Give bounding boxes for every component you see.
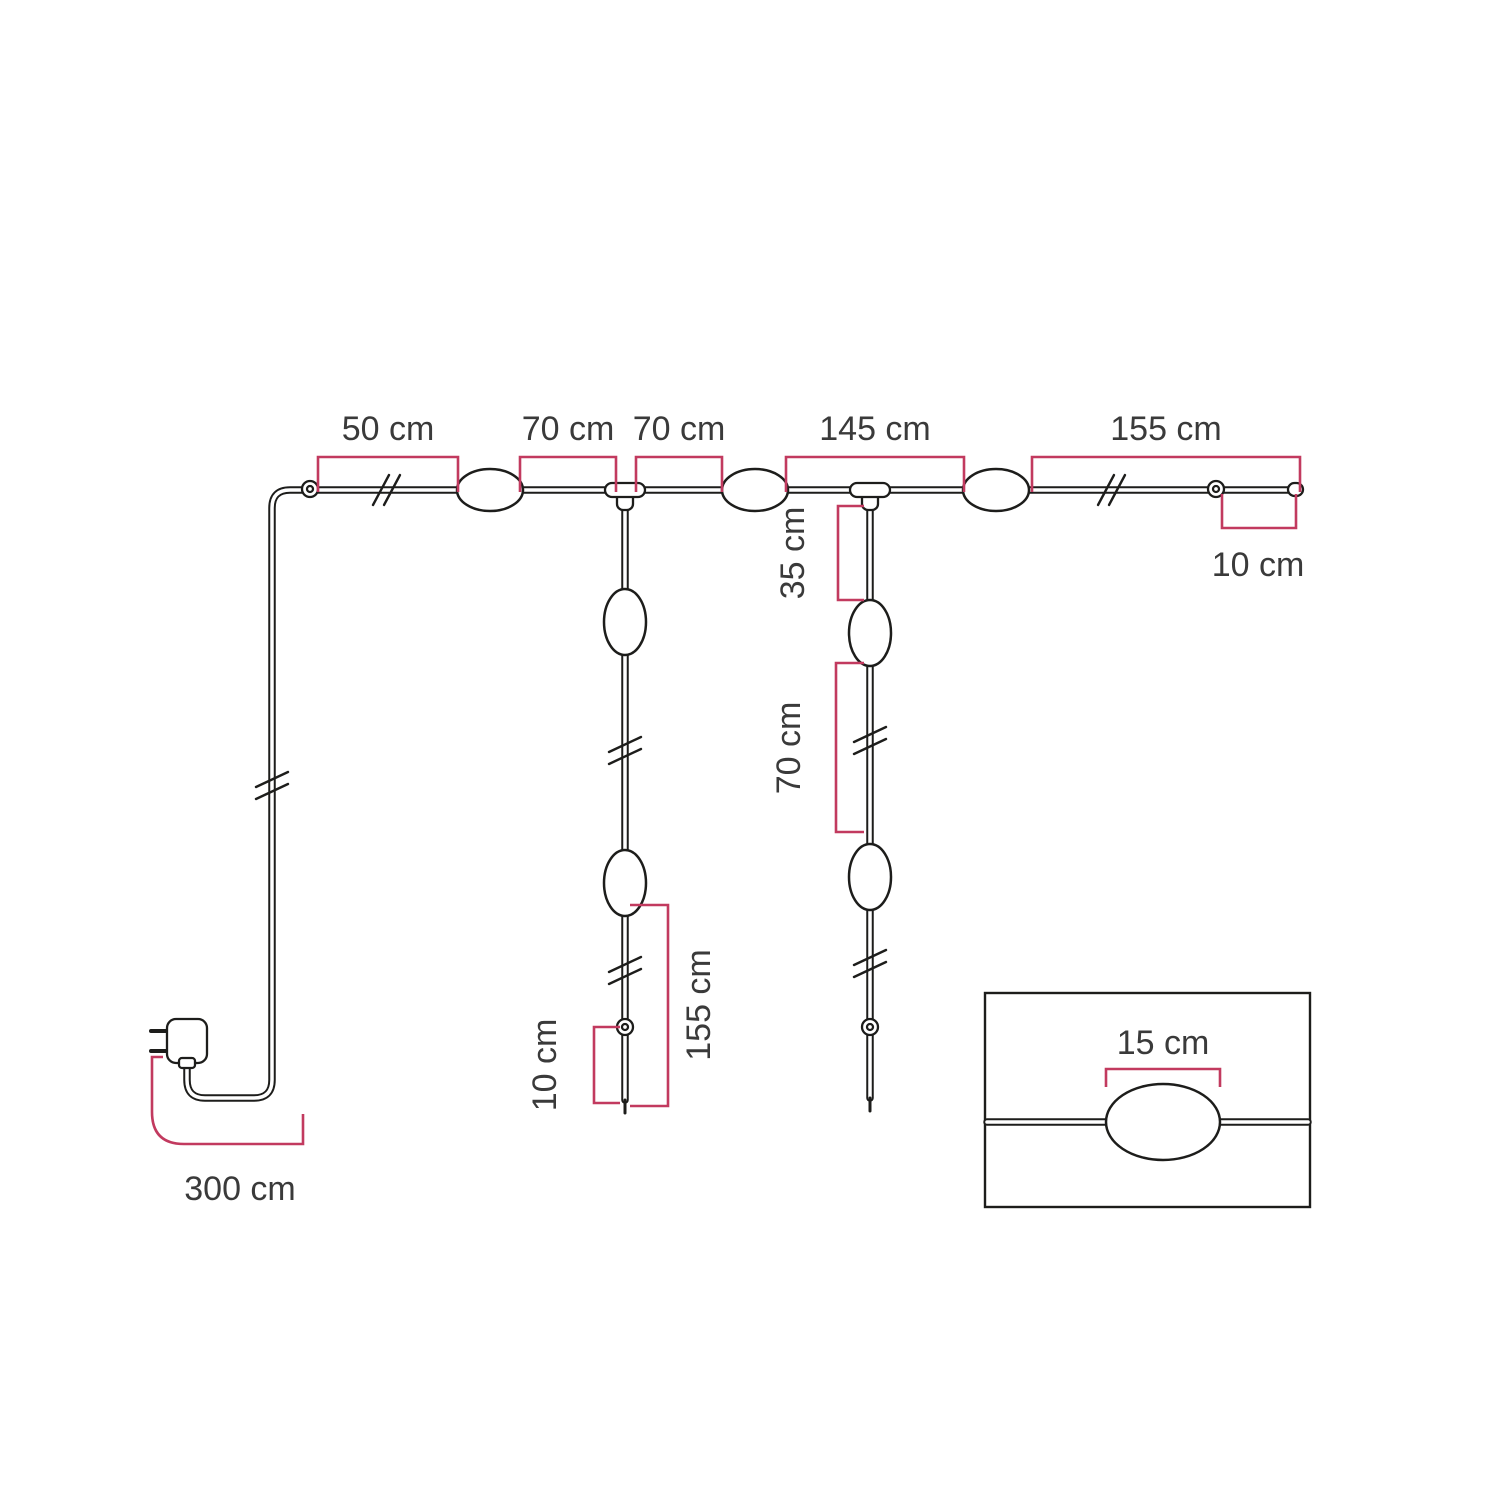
lamp-bulb (455, 467, 525, 513)
lamp-bulb (961, 467, 1031, 513)
break-mark (852, 725, 888, 756)
dimension-lines (150, 455, 1302, 1146)
dimension-label-70cm-a: 70 cm (522, 410, 615, 448)
lamp-bulb (602, 848, 648, 918)
dimension-bracket-145cm (784, 455, 966, 492)
lamp-bulb (602, 587, 648, 657)
dimension-bracket-70cm-a (518, 455, 618, 492)
lamp-bulb (847, 842, 893, 912)
dimension-bracket-35cm (836, 504, 864, 602)
dimension-label-300cm: 300 cm (184, 1170, 296, 1208)
lamp-bulb (847, 598, 893, 668)
dimension-label-50cm: 50 cm (342, 410, 435, 448)
dimension-label-70cm-drop: 70 cm (770, 702, 808, 795)
break-mark (852, 948, 888, 979)
dimension-bracket-50cm (316, 455, 460, 492)
dimension-label-145cm: 145 cm (819, 410, 931, 448)
dimension-bracket-70cm-b (634, 455, 724, 492)
break-mark (607, 955, 643, 986)
dimension-bracket-155cm-drop (630, 903, 670, 1108)
break-mark (254, 770, 290, 801)
break-mark (1096, 473, 1127, 507)
dimension-label-35cm: 35 cm (774, 507, 812, 600)
dimension-path-300cm (150, 1055, 305, 1146)
detail-inset: 15 cm (983, 991, 1312, 1209)
main-cable-run-core (185, 488, 1295, 1100)
dimension-label-10cm-drop: 10 cm (526, 1019, 564, 1112)
hanging-hook-icon (300, 479, 320, 499)
hanging-hook-icon (1206, 479, 1226, 499)
dimension-labels: 50 cm 70 cm 70 cm 145 cm 155 cm 10 cm 35… (184, 410, 1304, 1208)
dimension-bracket-70cm-drop (834, 661, 864, 834)
break-mark (371, 473, 402, 507)
dimension-label-10cm-right: 10 cm (1212, 546, 1305, 584)
plug-body (165, 1017, 209, 1065)
inset-lamp-bulb (1104, 1082, 1222, 1162)
hanging-hook-icon (860, 1017, 880, 1037)
dimension-label-15cm: 15 cm (1117, 1024, 1210, 1062)
dimension-bracket-10cm-right (1220, 494, 1298, 530)
plug-cable-collar (177, 1056, 197, 1070)
t-connector (848, 481, 892, 512)
power-plug (149, 1017, 209, 1070)
t-connector (603, 481, 647, 512)
dimension-label-70cm-b: 70 cm (633, 410, 726, 448)
lamp-bulb (720, 467, 790, 513)
break-mark (607, 735, 643, 766)
dimension-bracket-10cm-drop (592, 1025, 620, 1105)
cable-break-marks (254, 473, 1127, 986)
connectors (300, 479, 1305, 1037)
lamps (455, 467, 1031, 918)
dimension-bracket-15cm (1104, 1067, 1222, 1087)
dimension-label-155cm-drop: 155 cm (680, 949, 718, 1061)
dimension-bracket-155cm-top (1030, 455, 1302, 492)
dimension-label-155cm-top: 155 cm (1110, 410, 1222, 448)
